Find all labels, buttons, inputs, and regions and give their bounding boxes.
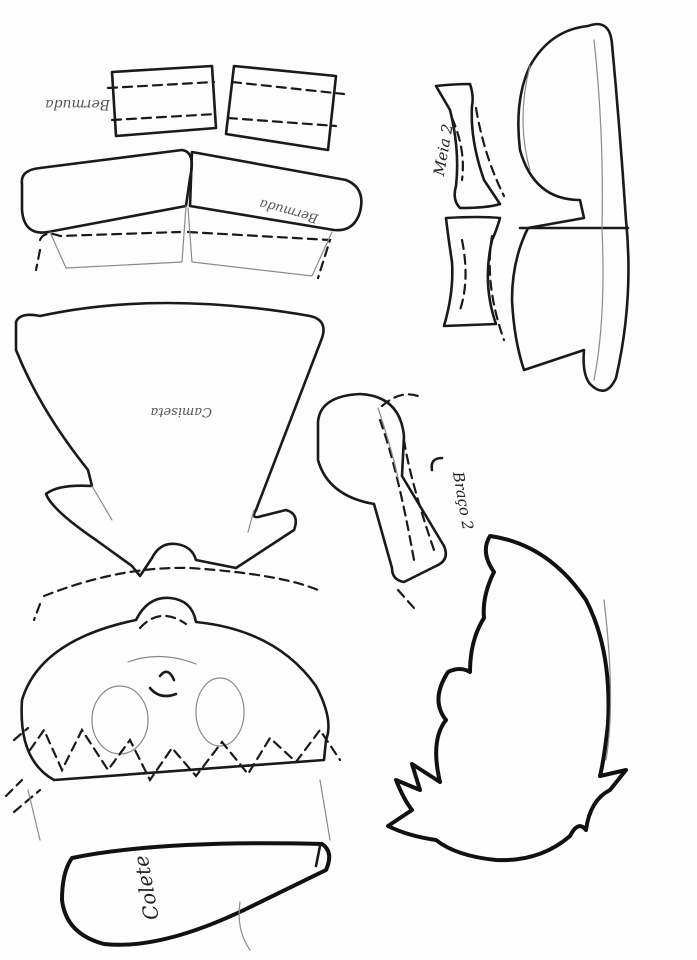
label-meia: Meia 2 — [430, 123, 457, 179]
bermuda-cuff-right — [224, 64, 346, 152]
colete-piece — [60, 841, 332, 951]
braco-piece — [316, 392, 448, 610]
bermuda-body — [20, 148, 363, 280]
label-camiseta: Camiseta — [150, 404, 212, 419]
arrow-mark — [430, 456, 444, 472]
label-braco: Braço 2 — [449, 469, 477, 531]
bermuda-cuff-left — [106, 64, 218, 138]
shoe-sole-piece — [510, 22, 630, 392]
face-piece — [4, 566, 342, 841]
label-colete: Colete — [129, 853, 164, 922]
meia-piece-top — [434, 82, 506, 210]
hair-tuft-piece — [386, 534, 628, 863]
label-bermuda-small: Bermuda — [45, 96, 111, 112]
camiseta-piece — [14, 301, 325, 578]
meia-piece-bottom — [442, 215, 506, 342]
